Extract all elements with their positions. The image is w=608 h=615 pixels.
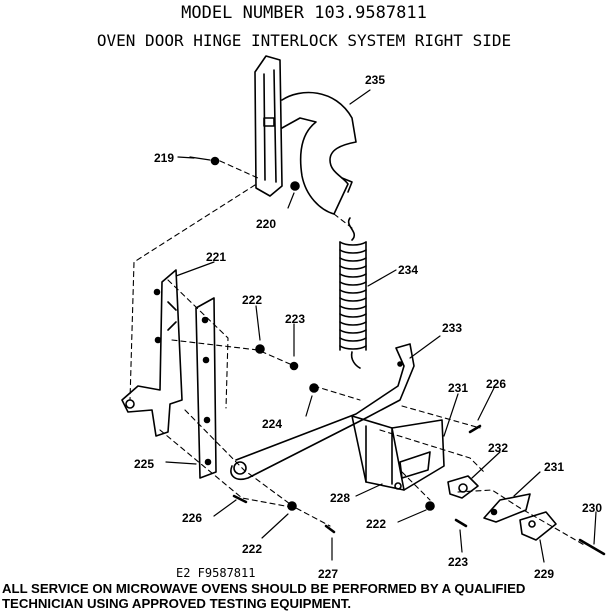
label-231-lower: 231 [544,460,564,474]
part-222-nut-lower-left [287,501,297,511]
label-234: 234 [398,263,418,277]
diagram-title: OVEN DOOR HINGE INTERLOCK SYSTEM RIGHT S… [96,31,512,50]
label-231-upper: 231 [448,381,468,395]
part-222-nut-upper [255,344,265,354]
label-233: 233 [442,321,462,335]
part-226-screw-right [468,424,482,434]
part-225-strip [195,297,217,479]
part-223-screw-lower [454,518,468,528]
label-219: 219 [154,151,174,165]
part-232-switch [447,475,479,499]
leader-lines [165,89,597,563]
label-229: 229 [534,567,554,581]
part-222-nut-lower-right [425,501,435,511]
diagram-reference-code: E2 F9587811 [176,566,256,580]
label-222-upper: 222 [242,293,262,307]
label-226-right: 226 [486,377,506,391]
part-227-screw [324,524,336,534]
label-221: 221 [206,250,226,264]
part-220-screw [287,181,300,209]
label-220: 220 [256,217,276,231]
label-228: 228 [330,491,350,505]
label-225: 225 [134,457,154,471]
part-235-hinge-arm [254,55,357,215]
model-number-title: MODEL NUMBER 103.9587811 [181,3,427,23]
label-223-upper: 223 [285,312,305,326]
part-228-mounting-bracket [351,415,445,491]
part-231-actuator [483,493,531,523]
label-226-left: 226 [182,511,202,525]
part-230-screw [578,538,606,556]
service-notice: ALL SERVICE ON MICROWAVE OVENS SHOULD BE… [2,581,608,611]
label-227: 227 [318,567,338,581]
part-224-nut [309,383,319,393]
label-230: 230 [582,501,602,515]
part-229-switch [519,511,557,541]
part-233-lever-arm [230,343,415,481]
service-notice-line-1: ALL SERVICE ON MICROWAVE OVENS SHOULD BE… [2,581,526,596]
label-222-lower-left: 222 [242,542,262,556]
part-221-bracket [121,269,183,437]
label-222-lower-right: 222 [366,517,386,531]
service-notice-line-2: TECHNICIAN USING APPROVED TESTING EQUIPM… [2,596,352,611]
label-224: 224 [262,417,282,431]
alignment-lines [129,160,587,547]
label-232: 232 [488,441,508,455]
part-226-screw-left [232,494,248,504]
label-235: 235 [365,73,385,87]
part-labels: 235 219 220 234 221 222 223 233 231 226 … [134,73,602,581]
part-223-screw-upper [289,361,299,371]
label-223-lower: 223 [448,555,468,569]
part-234-spring [339,217,367,369]
